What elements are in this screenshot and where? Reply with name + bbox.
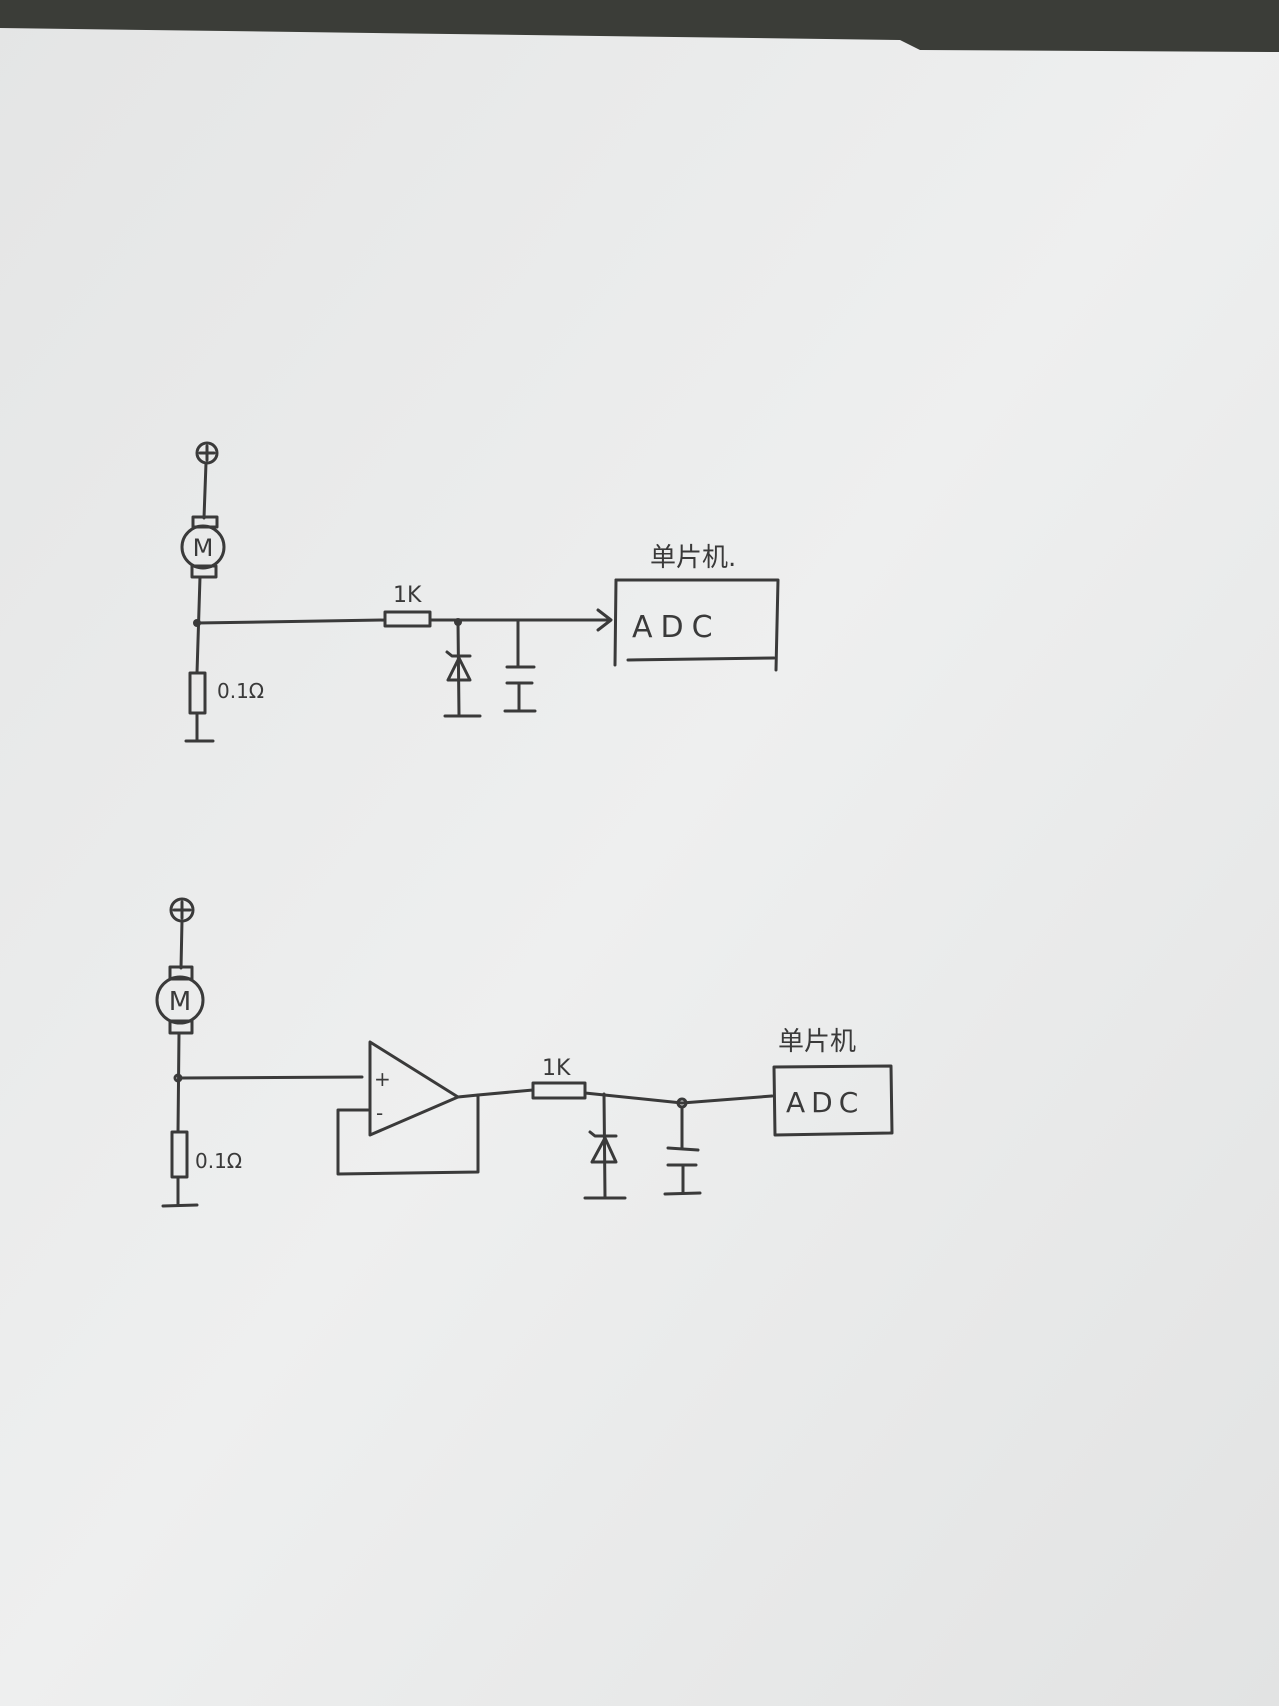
- mcu-block: 单片机. ADC: [613, 543, 780, 672]
- supply-plus-icon: [169, 897, 195, 923]
- mcu-block: 单片机 ADC: [772, 1027, 894, 1137]
- opamp-plus: +: [374, 1067, 391, 1091]
- ground-icon: [161, 1203, 199, 1208]
- circuit-bottom: M + - 1K: [155, 897, 894, 1208]
- sense-resistor: 0.1Ω: [184, 671, 264, 743]
- resistor-1k-label: 1K: [542, 1056, 571, 1081]
- resistor-1k-label: 1K: [393, 583, 422, 608]
- opamp-minus: -: [376, 1101, 383, 1125]
- adc-label: ADC: [786, 1086, 864, 1119]
- circuit-top: M 1K 0.1Ω: [180, 441, 780, 743]
- capacitor-icon: [503, 618, 537, 713]
- capacitor-icon: [663, 1105, 702, 1196]
- zener-diode-icon: [443, 620, 482, 718]
- shunt-label: 0.1Ω: [217, 679, 264, 703]
- supply-plus-icon: [195, 441, 219, 465]
- mcu-label: 单片机.: [650, 543, 736, 573]
- motor-label: M: [169, 987, 191, 1017]
- arrow-icon: [596, 608, 613, 632]
- adc-label: ADC: [632, 610, 721, 645]
- mcu-label: 单片机: [778, 1027, 856, 1057]
- desk-background: [0, 0, 1279, 52]
- motor-icon: M: [180, 515, 226, 579]
- motor-icon: M: [155, 965, 205, 1035]
- sense-resistor: 0.1Ω: [161, 1130, 242, 1208]
- zener-diode-icon: [583, 1092, 627, 1200]
- shunt-label: 0.1Ω: [195, 1149, 242, 1173]
- motor-label: M: [193, 534, 214, 562]
- opamp-icon: + -: [336, 1040, 480, 1176]
- resistor-1k: [531, 1081, 587, 1100]
